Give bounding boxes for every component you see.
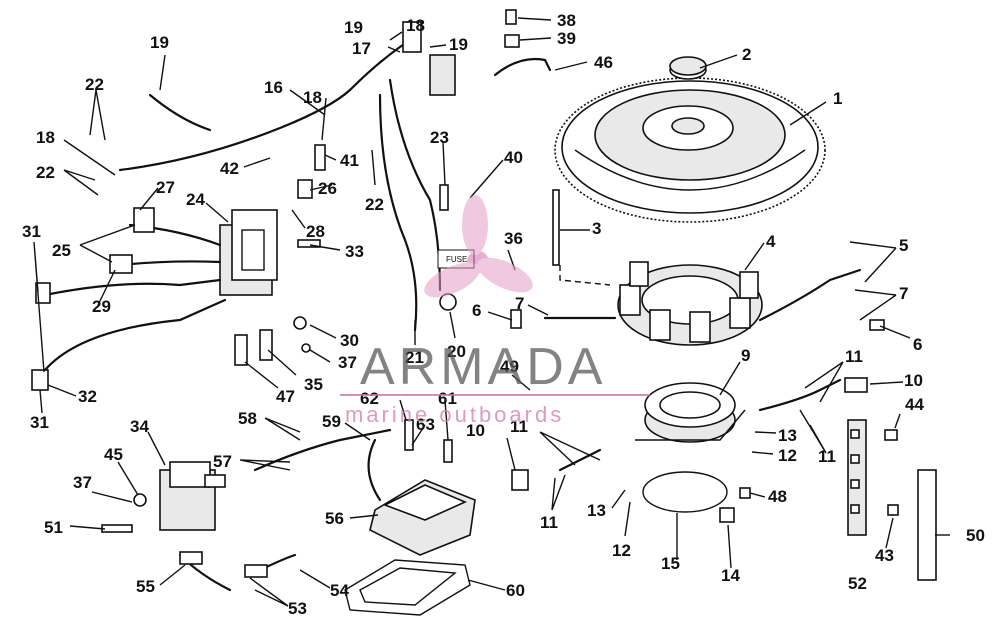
- gasket: [344, 559, 471, 616]
- callout-6b: 6: [913, 335, 922, 354]
- callout-6a: 6: [472, 301, 481, 320]
- rectifier-module: [369, 479, 476, 556]
- leader-lines: [33, 17, 950, 607]
- callout-21: 21: [405, 348, 424, 367]
- callout-5: 5: [899, 236, 908, 255]
- retaining-ring: [642, 471, 728, 513]
- callout-18b: 18: [303, 88, 322, 107]
- callout-59: 59: [322, 412, 341, 431]
- terminal-strip: [847, 419, 867, 536]
- propeller-logo-icon: [424, 195, 533, 298]
- callout-53: 53: [288, 599, 307, 618]
- callout-7a: 7: [515, 294, 524, 313]
- callout-39: 39: [557, 29, 576, 48]
- callout-11b: 11: [818, 447, 836, 466]
- callout-14: 14: [721, 566, 740, 585]
- callout-62: 62: [360, 389, 379, 408]
- callout-25: 25: [52, 241, 71, 260]
- callout-11d: 11: [540, 513, 558, 532]
- hardware-parts: [31, 9, 899, 578]
- callout-33: 33: [345, 242, 364, 261]
- callout-30: 30: [340, 331, 359, 350]
- svg-text:FUSE: FUSE: [446, 255, 467, 264]
- callout-24: 24: [186, 190, 205, 209]
- callout-44: 44: [905, 395, 924, 414]
- callout-10b: 10: [466, 421, 485, 440]
- callout-63: 63: [416, 415, 435, 434]
- callout-18c: 18: [36, 128, 55, 147]
- callout-35: 35: [304, 375, 323, 394]
- callout-9: 9: [741, 346, 750, 365]
- callout-13b: 13: [587, 501, 606, 520]
- callout-43: 43: [875, 546, 894, 565]
- callout-22b: 22: [36, 163, 55, 182]
- callout-50: 50: [966, 526, 985, 545]
- callout-41: 41: [340, 151, 359, 170]
- callout-42: 42: [220, 159, 239, 178]
- callout-23: 23: [430, 128, 449, 147]
- timer-base: [635, 382, 746, 443]
- callout-1: 1: [833, 89, 842, 108]
- callout-46: 46: [594, 53, 613, 72]
- callout-13a: 13: [778, 426, 797, 445]
- callout-45: 45: [104, 445, 123, 464]
- watermark-brand: ARMADA: [360, 338, 606, 396]
- callout-29: 29: [92, 297, 111, 316]
- callout-48: 48: [768, 487, 787, 506]
- callout-11c: 11: [510, 417, 528, 436]
- callout-31a: 31: [22, 222, 41, 241]
- callout-10a: 10: [904, 371, 923, 390]
- callout-52: 52: [848, 574, 867, 593]
- callout-28: 28: [306, 222, 325, 241]
- callout-22a: 22: [85, 75, 104, 94]
- stator: [617, 261, 763, 346]
- power-pack: [219, 209, 278, 296]
- callout-22c: 22: [365, 195, 384, 214]
- callout-4: 4: [766, 232, 776, 251]
- callout-49: 49: [500, 357, 519, 376]
- callout-labels: 1 2 3 4 5 6 6 7 7 9 10 10 11 11 11 11 12…: [22, 11, 985, 618]
- callout-51: 51: [44, 518, 63, 537]
- callout-32: 32: [78, 387, 97, 406]
- callout-60: 60: [506, 581, 525, 600]
- callout-38: 38: [557, 11, 576, 30]
- callout-12b: 12: [612, 541, 631, 560]
- callout-16: 16: [264, 78, 283, 97]
- callout-57: 57: [213, 452, 232, 471]
- callout-55: 55: [136, 577, 155, 596]
- ignition-coil: [159, 461, 226, 531]
- flywheel: [554, 77, 826, 223]
- terminal-shield: [917, 469, 937, 581]
- callout-26: 26: [318, 179, 337, 198]
- callout-31b: 31: [30, 413, 49, 432]
- callout-37b: 37: [73, 473, 92, 492]
- callout-54: 54: [330, 581, 349, 600]
- callout-11a: 11: [845, 347, 863, 366]
- callout-3: 3: [592, 219, 601, 238]
- callout-37a: 37: [338, 353, 357, 372]
- callout-17: 17: [352, 39, 371, 58]
- callout-61: 61: [438, 389, 457, 408]
- callout-19b: 19: [344, 18, 363, 37]
- callout-12a: 12: [778, 446, 797, 465]
- callout-34: 34: [130, 417, 149, 436]
- callout-18a: 18: [406, 16, 425, 35]
- callout-19c: 19: [449, 35, 468, 54]
- callout-40: 40: [504, 148, 523, 167]
- callout-56: 56: [325, 509, 344, 528]
- watermark-tagline: marine outboards: [345, 402, 564, 427]
- callout-58: 58: [238, 409, 257, 428]
- callout-15: 15: [661, 554, 680, 573]
- callout-36: 36: [504, 229, 523, 248]
- callout-19a: 19: [150, 33, 169, 52]
- watermark: ARMADA marine outboards: [340, 195, 650, 427]
- callout-2: 2: [742, 45, 751, 64]
- callout-27: 27: [156, 178, 175, 197]
- callout-47: 47: [276, 387, 295, 406]
- callout-7b: 7: [899, 284, 908, 303]
- callout-20: 20: [447, 342, 466, 361]
